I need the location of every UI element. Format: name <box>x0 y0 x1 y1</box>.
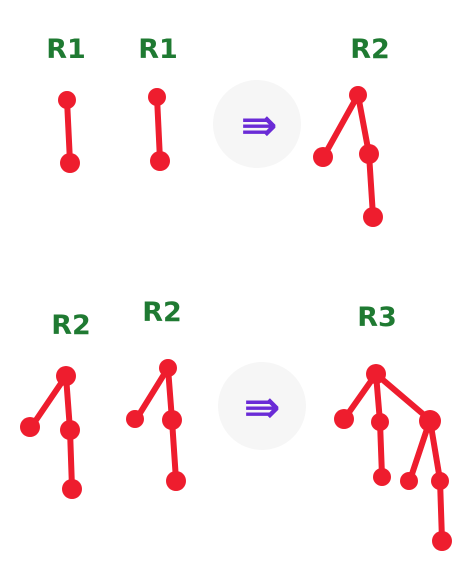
tree-node <box>148 88 166 106</box>
row-2-left-tree-2 <box>126 359 186 491</box>
row-1-left-tree-2-label: R1 <box>138 34 178 65</box>
tree-node <box>60 420 80 440</box>
tree-edge <box>134 365 171 421</box>
row-1-left-tree-1 <box>58 91 80 173</box>
tree-node <box>162 410 182 430</box>
tree-node <box>126 410 144 428</box>
tree-edge <box>169 417 179 483</box>
tree-node <box>366 364 386 384</box>
tree-node <box>363 207 383 227</box>
tree-edge <box>377 419 385 479</box>
tree-node <box>371 413 389 431</box>
row-2-arrow: ⇛ <box>218 362 306 450</box>
tree-node <box>20 417 40 437</box>
row-2-left-tree-2-label: R2 <box>142 297 182 328</box>
tree-node <box>373 468 391 486</box>
tree-node <box>56 366 76 386</box>
tree-edge <box>154 94 163 163</box>
row-1-result-tree <box>313 86 383 227</box>
tree-edge <box>373 371 433 423</box>
row-2-left-tree-1 <box>20 366 82 499</box>
row-2-left-tree-1-label: R2 <box>51 310 91 341</box>
tree-node <box>62 479 82 499</box>
row-2: R2 R2 R3 <box>20 297 452 551</box>
tree-node <box>150 151 170 171</box>
tree-edge <box>355 92 372 157</box>
tree-node <box>166 471 186 491</box>
tree-edge <box>437 477 445 543</box>
tree-node <box>60 153 80 173</box>
arrow-backdrop <box>218 362 306 450</box>
tree-node <box>431 472 449 490</box>
tree-node <box>58 91 76 109</box>
tree-node <box>334 409 354 429</box>
tree-node <box>400 472 418 490</box>
row-2-result-tree-label: R3 <box>357 302 397 333</box>
row-2-result-tree <box>334 364 452 551</box>
implies-arrow-icon: ⇛ <box>241 100 278 151</box>
tree-node <box>419 410 441 432</box>
tree-edge <box>64 97 73 165</box>
tree-node <box>432 531 452 551</box>
tree-edge <box>366 151 376 219</box>
tree-edge <box>29 373 69 429</box>
row-1-left-tree-2 <box>148 88 170 171</box>
tree-node <box>159 359 177 377</box>
row-1-result-tree-label: R2 <box>350 34 390 65</box>
implies-arrow-icon: ⇛ <box>244 382 281 433</box>
tree-edge <box>321 92 361 159</box>
tree-node <box>349 86 367 104</box>
tree-node <box>313 147 333 167</box>
row-1-arrow: ⇛ <box>213 80 301 168</box>
tree-node <box>359 144 379 164</box>
row-1-left-tree-1-label: R1 <box>46 34 86 65</box>
row-1: R1 R1 R2 ⇛ <box>46 34 390 227</box>
arrow-backdrop <box>213 80 301 168</box>
